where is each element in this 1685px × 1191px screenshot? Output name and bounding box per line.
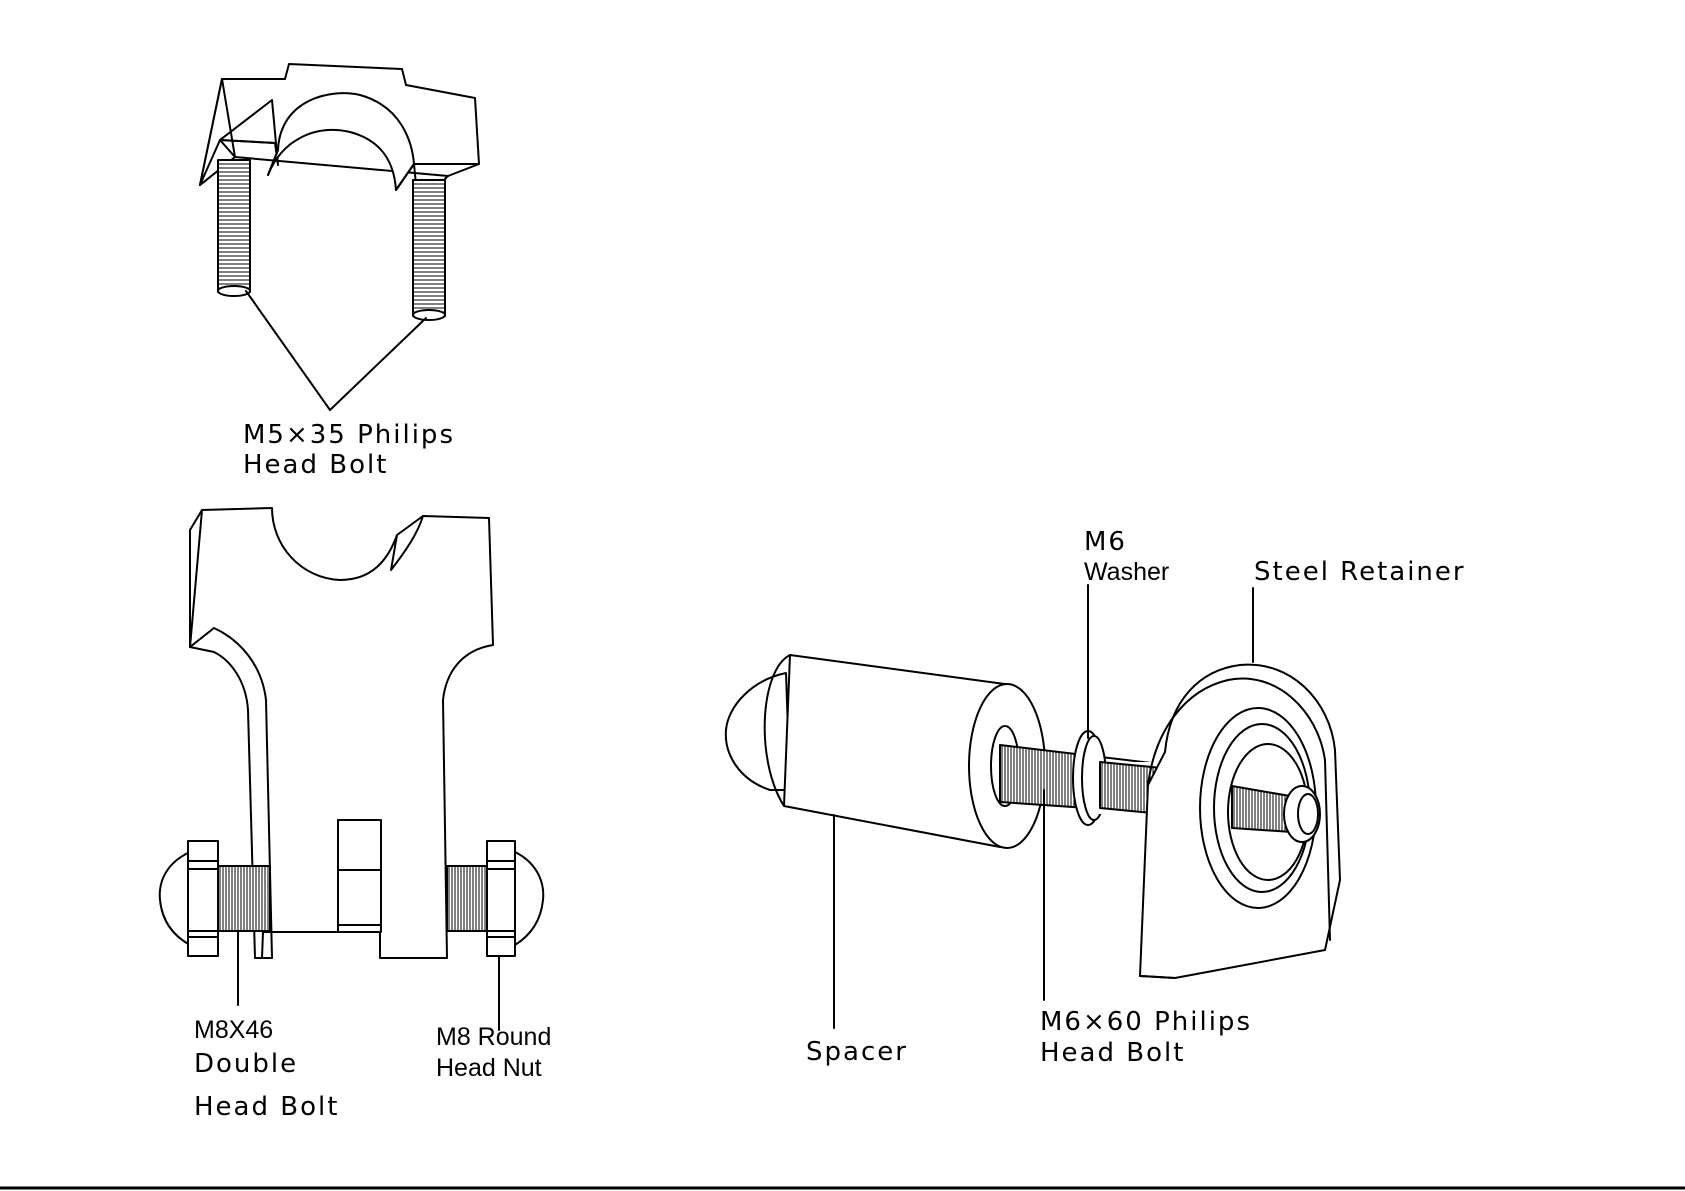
- spacer-label: Spacer: [806, 1037, 908, 1067]
- washer-label-line2: Washer: [1084, 558, 1169, 586]
- round-nut-label-line1: M8 Round: [436, 1023, 551, 1051]
- steel-retainer: [1140, 665, 1340, 978]
- long-bolt-label-line2: Head Bolt: [1040, 1038, 1185, 1068]
- clamp-bolt-label-line2: Head Bolt: [243, 450, 388, 480]
- retainer-label: Steel Retainer: [1254, 557, 1466, 587]
- washer-label-line1: M6: [1084, 527, 1127, 557]
- clamp-bolt-leader: [246, 291, 426, 410]
- spacer: [726, 655, 1045, 848]
- round-head-nut: [447, 841, 543, 956]
- double-bolt-label-line1: M8X46: [194, 1016, 273, 1044]
- double-bolt-label-line3: Head Bolt: [194, 1092, 339, 1122]
- clamp-bolt-left: [218, 160, 250, 296]
- clamp-bolt-right: [413, 180, 445, 320]
- clamp-cap-assembly: [200, 64, 479, 410]
- round-nut-label-line2: Head Nut: [436, 1054, 542, 1082]
- double-bolt-label-line2: Double: [194, 1049, 298, 1079]
- long-bolt-label-line1: M6×60 Philips: [1040, 1007, 1252, 1037]
- clamp-bolt-label-line1: M5×35 Philips: [243, 420, 455, 450]
